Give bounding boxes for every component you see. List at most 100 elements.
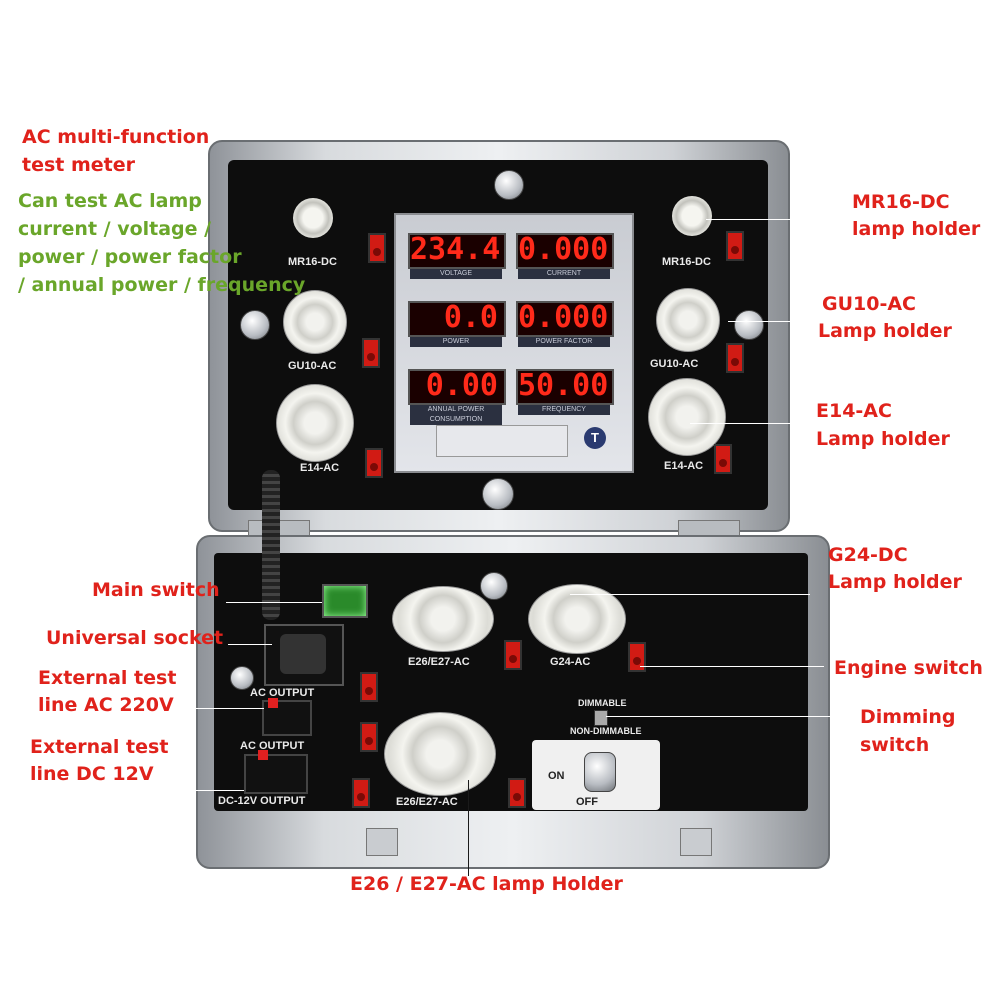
lid-screw-top-icon [494,170,524,200]
base-screw-icon [480,572,508,600]
ac-output-1-terminal [268,698,278,708]
dimming-switch[interactable] [594,710,608,726]
ac-output-1-socket[interactable] [262,698,312,736]
callout-dimming-1: Dimming [860,706,956,728]
e26-top-label: E26/E27-AC [408,656,470,668]
callout-g24-1: G24-DC [828,544,908,566]
e26-e27-holder-bottom [384,712,496,796]
voltage-display: 234.4 [408,233,506,269]
g24-label: G24-AC [550,656,591,668]
power-label: POWER [410,337,502,347]
callout-can-test-3: power / power factor [18,246,242,268]
gu10-holder-right [656,288,720,352]
g24-holder [528,584,626,654]
ac-output-2-label: AC OUTPUT [240,740,305,752]
callout-ext-dc-1: External test [30,736,169,758]
callout-gu10-1: GU10-AC [822,293,916,315]
e26-bottom-label: E26/E27-AC [396,796,458,808]
dc-output-switch[interactable] [352,778,370,808]
callout-ac-meter-1: AC multi-function [22,126,210,148]
e26-e27-holder-top [392,586,494,652]
meter-logo-icon: T [584,427,606,449]
leader-dimming [606,716,854,717]
non-dimmable-label: NON-DIMMABLE [570,726,642,736]
dial-on-label: ON [548,770,565,782]
universal-socket[interactable] [264,624,344,686]
dc-output-label: DC-12V OUTPUT [218,795,306,807]
callout-universal-socket: Universal socket [46,627,224,649]
gu10-holder-left [283,290,347,354]
ac-output-switch-1[interactable] [360,672,378,702]
mr16-holder-left [293,198,333,238]
leader-g24 [570,594,810,595]
gu10-left-switch[interactable] [362,338,380,368]
ext-line-knob-icon [230,666,254,690]
gu10-right-switch[interactable] [726,343,744,373]
callout-gu10-2: Lamp holder [818,320,952,342]
e26-bottom-switch[interactable] [508,778,526,808]
callout-e14-1: E14-AC [816,400,892,422]
leader-ext-dc [96,790,244,791]
leader-ext-ac [184,708,264,709]
leader-e26-bottom [468,780,469,876]
g24-switch[interactable] [628,642,646,672]
power-display: 0.0 [408,301,506,337]
annual-power-display: 0.00 [408,369,506,405]
voltage-label: VOLTAGE [410,269,502,279]
e14-holder-left [276,384,354,462]
mr16-right-label: MR16-DC [662,256,711,268]
dial-off-label: OFF [576,796,598,808]
mr16-left-switch[interactable] [368,233,386,263]
callout-main-switch: Main switch [92,579,220,601]
flexible-neck [262,470,280,620]
callout-dimming-2: switch [860,734,930,756]
e14-holder-right [648,378,726,456]
callout-can-test-2: current / voltage / [18,218,212,240]
mr16-holder-right [672,196,712,236]
callout-engine-switch: Engine switch [834,657,983,679]
current-label: CURRENT [518,269,610,279]
callout-g24-2: Lamp holder [828,571,962,593]
callout-ac-meter-2: test meter [22,154,135,176]
current-display: 0.000 [516,233,614,269]
leader-universal [228,644,272,645]
callout-can-test-1: Can test AC lamp [18,190,202,212]
leader-gu10 [728,321,806,322]
callout-mr16-1: MR16-DC [852,191,950,213]
callout-ext-ac-2: line AC 220V [38,694,174,716]
ac-output-2-terminal [258,750,268,760]
ac-output-switch-2[interactable] [360,722,378,752]
ac-output-1-label: AC OUTPUT [250,687,315,699]
frequency-label: FREQUENCY [518,405,610,415]
latch-left [366,828,398,856]
lid-screw-bottom-icon [482,478,514,510]
dimmable-label: DIMMABLE [578,698,627,708]
e14-left-label: E14-AC [300,462,340,474]
callout-can-test-4: / annual power / frequency [18,274,306,296]
mr16-right-switch[interactable] [726,231,744,261]
mr16-left-label: MR16-DC [288,256,337,268]
warning-sticker [436,425,568,457]
callout-ext-dc-2: line DC 12V [30,763,154,785]
e26-top-switch[interactable] [504,640,522,670]
leader-mr16 [706,219,842,220]
power-factor-display: 0.000 [516,301,614,337]
ac-output-2-socket[interactable] [244,750,308,794]
latch-right [680,828,712,856]
test-meter: 234.4 VOLTAGE 0.000 CURRENT 0.0 POWER 0.… [394,213,634,473]
callout-e14-2: Lamp holder [816,428,950,450]
gu10-left-label: GU10-AC [288,360,337,372]
leader-main-switch [226,602,322,603]
callout-ext-ac-1: External test [38,667,177,689]
dimmer-knob[interactable] [584,752,616,792]
lid-screw-right-icon [734,310,764,340]
leader-e14 [690,423,806,424]
callout-mr16-2: lamp holder [852,218,981,240]
e14-left-switch[interactable] [365,448,383,478]
e14-right-label: E14-AC [664,460,704,472]
callout-e26-holder: E26 / E27-AC lamp Holder [350,873,623,895]
e14-right-switch[interactable] [714,444,732,474]
power-factor-label: POWER FACTOR [518,337,610,347]
frequency-display: 50.00 [516,369,614,405]
main-switch[interactable] [322,584,368,618]
